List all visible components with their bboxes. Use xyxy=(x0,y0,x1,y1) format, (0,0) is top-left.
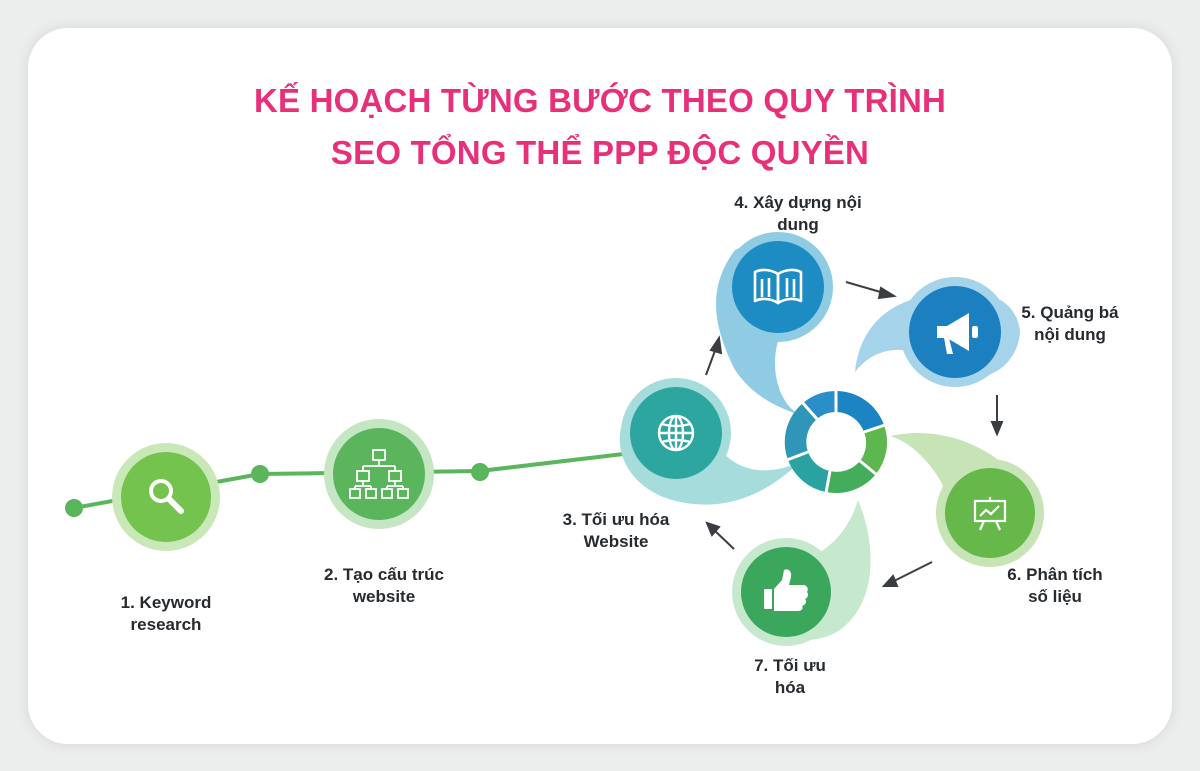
step-1-line-1: 1. Keyword xyxy=(120,593,212,612)
book-icon xyxy=(753,268,803,305)
step-7-label: 7. Tối ưu hóa xyxy=(720,655,860,699)
step-6-line-1: 6. Phân tích xyxy=(1007,565,1103,584)
globe-icon xyxy=(657,414,695,452)
step-3-line-2: Website xyxy=(583,532,649,551)
node-step-2 xyxy=(333,428,425,520)
arrow-7-to-3 xyxy=(705,521,735,550)
progress-dot-3 xyxy=(471,463,489,481)
arrow-6-to-7 xyxy=(881,561,933,587)
title-line-1: KẾ HOẠCH TỪNG BƯỚC THEO QUY TRÌNH xyxy=(253,82,947,119)
step-7-line-2: hóa xyxy=(774,678,806,697)
arrow-4-to-5 xyxy=(845,281,897,300)
step-6-label: 6. Phân tích số liệu xyxy=(985,564,1125,608)
step-4-line-1: 4. Xây dựng nội xyxy=(734,193,862,212)
step-2-line-1: 2. Tạo cấu trúc xyxy=(324,565,444,584)
magnifier-icon xyxy=(149,479,184,514)
step-2-label: 2. Tạo cấu trúc website xyxy=(309,564,459,608)
step-3-label: 3. Tối ưu hóa Website xyxy=(541,509,691,553)
step-4-line-2: dung xyxy=(777,215,819,234)
arrow-3-to-4 xyxy=(705,335,723,376)
step-5-line-1: 5. Quảng bá xyxy=(1021,303,1119,322)
arrow-5-to-6 xyxy=(990,395,1004,437)
step-2-line-2: website xyxy=(352,587,416,606)
progress-dot-2 xyxy=(251,465,269,483)
megaphone-icon xyxy=(937,313,978,354)
progress-dot-start xyxy=(65,499,83,517)
step-3-line-1: 3. Tối ưu hóa xyxy=(562,510,670,529)
step-1-line-2: research xyxy=(130,615,202,634)
node-step-1 xyxy=(121,452,211,542)
sitemap-icon xyxy=(349,449,409,499)
step-6-line-2: số liệu xyxy=(1028,587,1082,606)
step-5-label: 5. Quảng bá nội dung xyxy=(1000,302,1140,346)
thumbs-up-icon xyxy=(764,569,809,611)
center-donut xyxy=(784,390,888,494)
chart-board-icon xyxy=(973,497,1007,531)
step-1-label: 1. Keyword research xyxy=(96,592,236,636)
title-line-2: SEO TỔNG THỂ PPP ĐỘC QUYỀN xyxy=(330,134,870,171)
step-4-label: 4. Xây dựng nội dung xyxy=(718,192,878,236)
diagram-card xyxy=(28,28,1172,744)
step-5-line-2: nội dung xyxy=(1034,325,1106,344)
step-7-line-1: 7. Tối ưu xyxy=(754,656,826,675)
